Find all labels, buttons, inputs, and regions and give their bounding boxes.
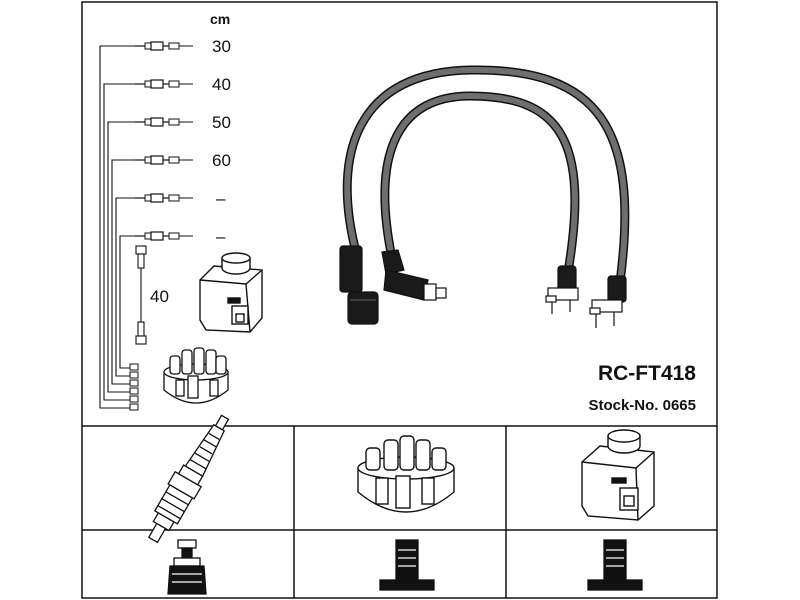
angled-boot [381, 249, 447, 301]
distributor-cap-icon [357, 435, 455, 513]
unit-label: cm [210, 11, 230, 27]
coil-terminal-icon [587, 539, 643, 591]
plug-connector-1 [545, 265, 579, 314]
spark-plug-terminal-icon [167, 539, 207, 595]
part-number: RC-FT418 [598, 362, 696, 385]
distributor-cap-small-icon [163, 347, 229, 404]
length-label-2: 40 [212, 75, 231, 94]
length-label-5: – [216, 189, 226, 208]
stock-number: Stock-No. 0665 [588, 397, 696, 414]
length-label-6: – [216, 227, 226, 246]
coil-lead-length: 40 [150, 287, 169, 306]
plug-connector-2 [589, 275, 627, 328]
length-label-4: 60 [212, 151, 231, 170]
length-label-1: 30 [212, 37, 231, 56]
coil-lead [135, 245, 147, 345]
length-table: 30 40 50 60 – – 40 [99, 37, 231, 411]
coil-small-icon [199, 252, 263, 333]
ignition-coil-icon [581, 429, 655, 521]
straight-boot [339, 245, 379, 325]
spark-plug-icon [147, 414, 230, 544]
distributor-terminal-icon [379, 539, 435, 591]
length-label-3: 50 [212, 113, 231, 132]
ignition-cable-set [339, 65, 630, 328]
